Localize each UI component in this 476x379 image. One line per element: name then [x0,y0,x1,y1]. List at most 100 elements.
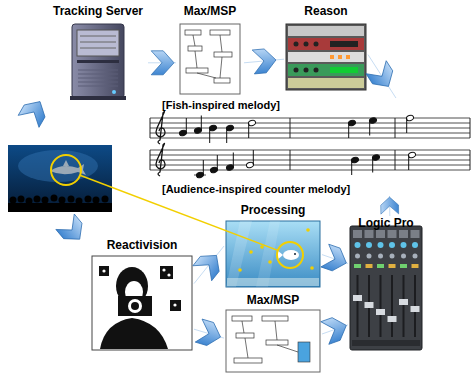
chevron-head [381,197,399,214]
node-label: Max/MSP [184,4,237,19]
knob [355,254,360,259]
staff-line [150,160,470,161]
fader-slot [357,275,359,337]
note-stem [203,160,204,175]
chevron-head [321,314,350,344]
flow-arrow [194,319,224,348]
chevron-head [195,319,224,348]
knob [413,254,418,259]
reason-rack-picture [286,24,366,90]
node-label: Processing [241,203,306,218]
note-stem [233,153,234,168]
note-stem [369,121,370,136]
button [400,264,407,268]
max-msp-node: Max/MSP [176,4,244,102]
fader-slot [380,275,382,337]
note-stem [248,123,249,138]
reason-node: Reason [284,4,368,96]
bar-line [290,150,291,170]
knob [367,254,372,259]
staff-line [150,118,470,119]
bar-line [395,118,396,138]
note-stem [408,155,409,170]
logic-pro-node: Logic Pro [348,216,424,352]
button [354,264,361,268]
meter [411,230,420,238]
flow-arrow [244,48,284,74]
processing-picture [226,221,320,287]
flow-arrow [148,51,176,75]
node-label: Reactivision [107,238,178,253]
note-stem [372,158,373,173]
fader-cap [388,316,397,322]
reactivision-picture [92,256,192,350]
note-stem [201,116,202,131]
bar-line [470,150,471,170]
meter [399,230,408,238]
knob [401,242,407,248]
note-stem [226,128,227,143]
fader-cap [411,306,420,312]
knob [401,254,406,259]
max-patch-picture [226,310,320,372]
reactivision-node: Reactivision [90,238,194,352]
node-label: Max/MSP [247,293,300,308]
flow-chevron [18,96,50,128]
fader-slot [391,275,393,337]
chevron-head [366,61,399,93]
score-node: [Fish-inspired melody][Audience-inspired… [148,98,470,196]
node-label: Tracking Server [53,4,143,19]
knob [355,242,361,248]
knob [390,254,395,259]
treble-clef [156,143,165,176]
button [389,264,396,268]
max-patch-picture [180,24,240,94]
chevron-head [252,48,277,74]
chevron-head [193,248,226,281]
bar-line [395,150,396,170]
music-staff [150,111,470,178]
staff-line [150,155,470,156]
staff-line [150,150,470,151]
meter [353,230,362,238]
staff-line [150,123,470,124]
bar-line [150,118,151,138]
knob [366,242,372,248]
knob [412,242,418,248]
flow-arrow [381,196,399,216]
staff-line [150,170,470,171]
button [412,264,419,268]
node-label: Reason [304,4,347,19]
meter [376,230,385,238]
knob [389,242,395,248]
max-msp-node: Max/MSP [224,293,322,375]
node-label: Logic Pro [358,216,413,231]
meter [388,230,397,238]
processing-node: Processing [224,203,322,289]
treble-clef [156,111,165,144]
node-label: [Audience-inspired counter melody] [162,182,350,196]
logic-mixer-picture [350,226,422,350]
flow-chevron [56,214,89,247]
chevron-head [151,51,174,75]
note-stem [209,128,210,143]
fader-cap [353,295,362,301]
button [377,264,384,268]
server-node: Tracking Server [48,4,148,102]
note-stem [186,118,187,133]
fader-cap [376,309,385,315]
fader-cap [365,302,374,308]
aquarium-photo [8,145,112,212]
flow-arrow [321,244,350,274]
note-stem [351,160,352,175]
knob [378,242,384,248]
knob [378,254,383,259]
note-stem [253,150,254,165]
flow-arrow [366,55,399,98]
bar-line [470,118,471,138]
flow-arrow [193,246,226,284]
button [366,264,373,268]
fader-slot [403,275,405,337]
meter [365,230,374,238]
